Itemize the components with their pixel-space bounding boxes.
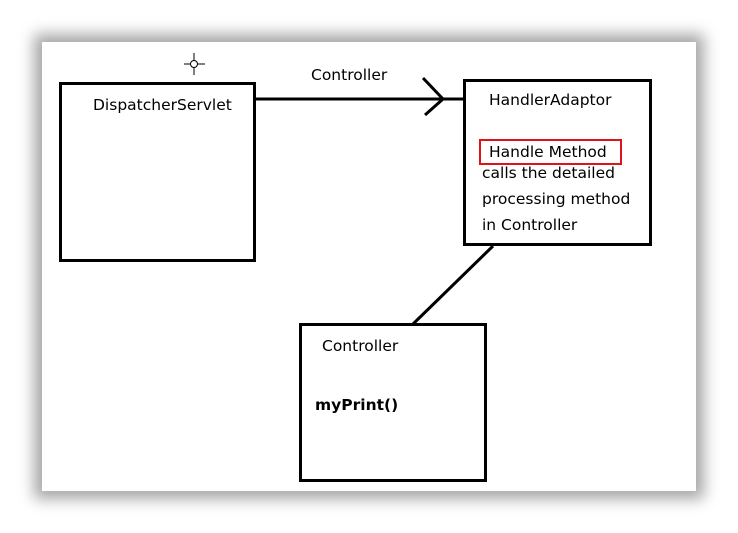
controller-title: Controller bbox=[322, 337, 399, 355]
description-line: processing method bbox=[482, 190, 631, 208]
controller-method: myPrint() bbox=[315, 396, 399, 414]
description-line: in Controller bbox=[482, 216, 578, 234]
handle-method-label: Handle Method bbox=[489, 143, 607, 161]
dispatcher-servlet-title: DispatcherServlet bbox=[93, 96, 232, 114]
adaptor-description: calls the detailed processing method in … bbox=[482, 160, 630, 238]
controller-box bbox=[299, 323, 487, 482]
description-line: calls the detailed bbox=[482, 164, 615, 182]
handle-method-highlight bbox=[479, 139, 622, 165]
arrow-label: Controller bbox=[311, 66, 388, 84]
dispatcher-servlet-box bbox=[59, 82, 256, 262]
handler-adaptor-title: HandlerAdaptor bbox=[489, 91, 612, 109]
